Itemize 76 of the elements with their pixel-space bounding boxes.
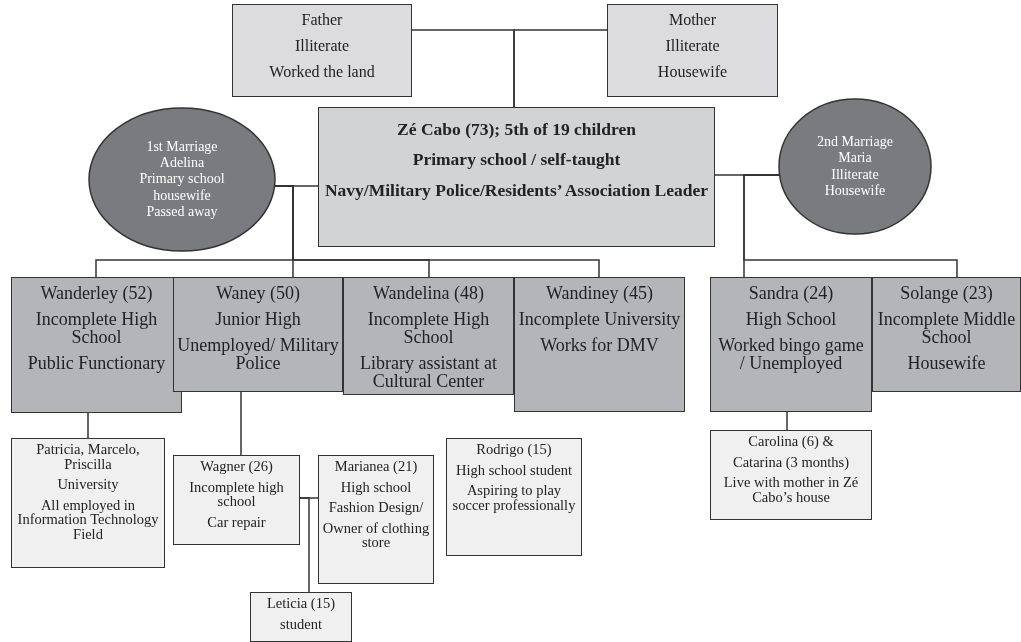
- person-info: Illiterate: [294, 37, 350, 55]
- person-info: Worked the land: [269, 63, 375, 81]
- person-info: High school student: [456, 462, 572, 477]
- person-box: [514, 277, 685, 412]
- person-info: 1st Marriage: [146, 139, 218, 156]
- person-info: Carolina (6) &: [748, 434, 834, 449]
- person-info: Unemployed/ Military Police: [177, 336, 339, 372]
- person-info: Incomplete University: [518, 310, 681, 328]
- person-info: Primary school: [139, 171, 225, 188]
- family-line: [513, 29, 608, 108]
- person-info: Waney (50): [216, 284, 300, 302]
- person-info: Owner of clothing store: [322, 520, 430, 550]
- person-info: Catarina (3 months): [733, 454, 849, 469]
- person-info: Incomplete High School: [366, 310, 491, 346]
- person-info: All employed in Information Technology Field: [16, 497, 160, 541]
- family-line: [743, 174, 958, 278]
- person-info: Worked bingo game / Unemployed: [717, 336, 865, 372]
- person-info: student: [280, 616, 322, 631]
- person-box: [318, 455, 434, 584]
- person-box: [343, 277, 514, 395]
- person-info: Incomplete Middle School: [876, 310, 1017, 346]
- person-info: High school: [340, 479, 412, 494]
- person-info: Navy/Military Police/Residents’ Association Leader: [324, 180, 709, 200]
- person-info: housewife: [153, 187, 211, 204]
- person-box: [446, 438, 582, 556]
- person-info: Wanderley (52): [40, 284, 153, 302]
- person-box: [318, 107, 715, 247]
- person-info: Father: [301, 12, 343, 29]
- person-info: Illiterate: [665, 37, 720, 55]
- person-info: Library assistant at Cultural Center: [359, 354, 498, 390]
- person-info: Junior High: [215, 310, 301, 328]
- person-info: Wandelina (48): [373, 284, 484, 302]
- person-info: Car repair: [207, 514, 266, 529]
- family-line: [87, 412, 89, 439]
- person-info: Passed away: [146, 203, 218, 220]
- person-info: High School: [745, 310, 837, 328]
- person-info: Marianea (21): [334, 459, 418, 474]
- person-box: [173, 455, 300, 545]
- person-info: Patricia, Marcelo, Priscilla: [35, 442, 141, 471]
- person-info: 2nd Marriage: [817, 134, 893, 151]
- person-info: Leticia (15): [266, 596, 335, 611]
- person-info: Housewife: [907, 354, 986, 372]
- person-box: [173, 277, 343, 392]
- person-info: Sandra (24): [748, 284, 834, 302]
- person-info: Incomplete High School: [34, 310, 159, 346]
- person-info: Works for DMV: [540, 336, 659, 354]
- person-info: Wandiney (45): [546, 284, 653, 302]
- person-box: [710, 430, 872, 520]
- person-info: Adelina: [159, 155, 205, 172]
- person-info: Incomplete high school: [188, 479, 285, 509]
- person-info: Live with mother in Zé Cabo’s house: [722, 475, 860, 504]
- person-box: [607, 4, 778, 97]
- person-info: Primary school / self-taught: [412, 150, 621, 169]
- person-info: Zé Cabo (73); 5th of 19 children: [397, 120, 636, 139]
- person-info: Housewife: [824, 182, 886, 199]
- person-box: [710, 277, 872, 412]
- marriage-ellipse: [778, 98, 932, 235]
- family-line: [240, 391, 242, 456]
- person-info: Housewife: [657, 63, 728, 81]
- person-info: Solange (23): [900, 284, 993, 302]
- person-info: Mother: [668, 12, 717, 29]
- person-info: Fashion Design/: [328, 500, 424, 515]
- person-info: Aspiring to play soccer professionally: [451, 483, 577, 512]
- person-info: Wagner (26): [200, 459, 273, 474]
- family-line: [786, 411, 788, 431]
- person-box: [232, 4, 412, 97]
- person-info: Rodrigo (15): [476, 442, 552, 457]
- person-box: [11, 438, 165, 568]
- person-info: Public Functionary: [27, 354, 166, 372]
- marriage-ellipse: [88, 107, 276, 252]
- person-info: University: [57, 477, 119, 492]
- person-box: [872, 277, 1021, 392]
- family-line: [299, 497, 310, 593]
- person-info: Illiterate: [831, 166, 879, 183]
- person-info: Maria: [838, 150, 872, 167]
- person-box: [250, 592, 352, 642]
